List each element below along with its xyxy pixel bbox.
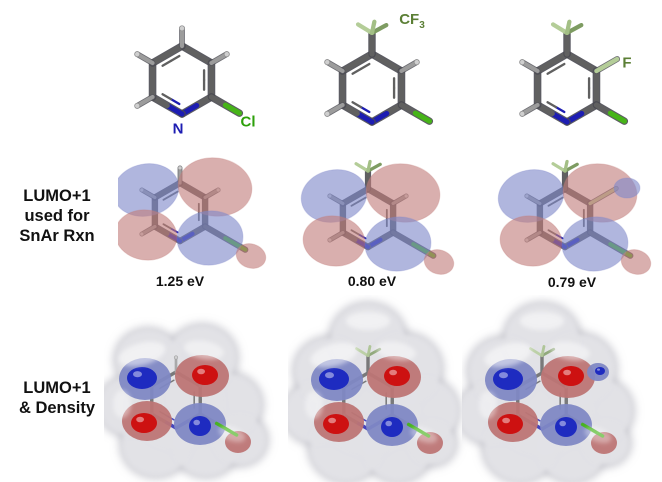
molecule-structure-3 <box>519 19 629 126</box>
lumo-orbital-1 <box>118 157 267 269</box>
energy-value-1: 1.25 eV <box>155 273 205 289</box>
fluorine-label: F <box>622 54 632 72</box>
molecule-structure-1 <box>134 25 244 118</box>
lumo-row-label-line1: LUMO+1 <box>23 187 91 205</box>
cf3-label-base: CF <box>399 11 420 28</box>
lumo-row-label-line2: used for <box>24 207 90 225</box>
lumo-row-label: LUMO+1 used for SnAr Rxn <box>4 186 110 246</box>
nitrogen-label: N <box>172 120 184 138</box>
lumo-density-3 <box>462 300 636 482</box>
energy-value-2: 0.80 eV <box>347 273 397 289</box>
cf3-label-sub: 3 <box>419 20 425 31</box>
lumo-row-label-line3: SnAr Rxn <box>19 227 95 245</box>
lumo-orbital-2 <box>300 159 455 275</box>
chlorine-label: Cl <box>240 113 256 131</box>
lumo-orbital-3 <box>497 159 652 275</box>
density-row-label-line2: & Density <box>18 399 96 417</box>
energy-value-3: 0.79 eV <box>547 274 597 290</box>
lumo-density-2 <box>288 300 462 482</box>
lumo-density-1 <box>104 322 270 481</box>
density-row-label: LUMO+1 & Density <box>4 378 110 418</box>
molecule-structure-2 <box>324 19 434 126</box>
cf3-label: CF3 <box>399 11 425 31</box>
density-row-label-line1: LUMO+1 <box>23 379 91 397</box>
